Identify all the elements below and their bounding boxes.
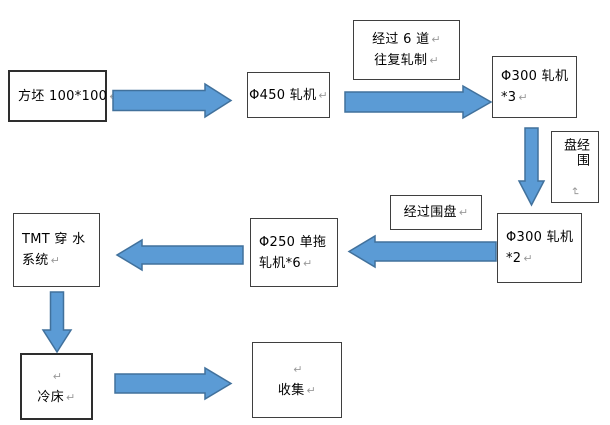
flow-box-cooling-bed[interactable]: ↵ 冷床 ↵ — [20, 353, 93, 420]
box-text-line: 轧机*6 ↵ — [259, 253, 313, 274]
box-text: Φ300 轧机 — [506, 230, 574, 245]
flow-box-mill450[interactable]: Φ450 轧机 ↵ — [247, 72, 330, 118]
box-text-vertical: 经围盘 — [561, 138, 589, 168]
paragraph-mark: ↵ — [518, 91, 528, 104]
box-text: Φ300 轧机 — [501, 69, 569, 84]
box-text-line: Φ300 轧机 — [506, 227, 573, 248]
box-text: Φ450 轧机 — [249, 87, 317, 103]
box-text-line: TMT 穿 水 — [22, 229, 85, 250]
box-text-line: 收集 ↵ — [278, 380, 316, 401]
paragraph-mark: ↵ — [306, 384, 317, 397]
block-arrow-right-icon — [112, 82, 233, 119]
paragraph-mark: ↵ — [458, 206, 469, 219]
paragraph-mark: ↵ — [52, 369, 63, 383]
box-text-line: 往复轧制 ↵ — [374, 50, 439, 71]
box-text: 往复轧制 — [374, 53, 428, 68]
block-arrow-right-icon — [114, 366, 233, 401]
block-arrow-down-icon — [41, 291, 73, 354]
box-text-line: 冷床 ↵ — [37, 387, 75, 408]
arrow-mill300x3-to-mill300x2[interactable] — [517, 127, 546, 207]
box-text-line: Φ300 轧机 — [501, 66, 568, 87]
flow-box-via-coil-label[interactable]: 经过围盘 ↵ — [390, 195, 482, 230]
flow-box-via-coil-vertical[interactable]: 经围盘 ↵ — [551, 131, 599, 203]
box-text-line: 经过围盘 ↵ — [404, 202, 469, 223]
flow-box-collection[interactable]: ↵ 收集 ↵ — [252, 342, 342, 418]
flow-box-mill300-x2[interactable]: Φ300 轧机 *2 ↵ — [497, 213, 582, 283]
box-text: 经过围盘 — [403, 205, 457, 220]
box-text: *3 — [501, 90, 517, 105]
paragraph-mark: ↵ — [66, 390, 76, 404]
paragraph-mark: ↵ — [568, 186, 582, 197]
flow-box-billet[interactable]: 方坯 100*100 ↵ — [8, 70, 119, 122]
arrow-mill300x2-to-mill250[interactable] — [347, 234, 497, 269]
flow-box-tmt-system[interactable]: TMT 穿 水 系统 ↵ — [13, 213, 100, 287]
flow-box-pass-note[interactable]: 经过 6 道 ↵ 往复轧制 ↵ — [353, 20, 460, 80]
arrow-tmt-to-cooling-bed[interactable] — [41, 291, 73, 354]
arrow-mill250-to-tmt[interactable] — [115, 238, 244, 272]
box-text-line: Φ250 单拖 — [259, 232, 326, 253]
box-text-line: 系统 ↵ — [22, 250, 60, 271]
flow-box-mill250[interactable]: Φ250 单拖 轧机*6 ↵ — [250, 218, 338, 287]
paragraph-mark: ↵ — [50, 254, 61, 267]
box-text-line: 经过 6 道 ↵ — [372, 29, 441, 50]
box-text: 冷床 — [37, 389, 65, 405]
paragraph-mark: ↵ — [431, 33, 441, 46]
box-text-line: ↵ — [51, 366, 63, 387]
paragraph-mark: ↵ — [318, 88, 328, 102]
block-arrow-left-icon — [115, 238, 244, 272]
arrow-cooling-bed-to-collection[interactable] — [114, 366, 233, 401]
paragraph-mark: ↵ — [302, 256, 313, 270]
box-text: TMT 穿 水 — [22, 232, 86, 247]
box-text-line: 方坯 100*100 ↵ — [18, 86, 119, 107]
paragraph-mark: ↵ — [523, 252, 533, 265]
box-text-line: *2 ↵ — [506, 248, 533, 269]
box-text-line: Φ450 轧机 ↵ — [249, 85, 328, 106]
block-arrow-down-icon — [517, 127, 546, 207]
box-text: 轧机*6 — [259, 255, 301, 271]
box-text: *2 — [506, 251, 522, 266]
box-text: 系统 — [22, 253, 49, 268]
box-text: 经过 6 道 — [372, 32, 430, 47]
box-text-line: ↵ — [291, 359, 303, 380]
arrow-mill450-to-mill300x3[interactable] — [344, 84, 493, 120]
box-text: Φ250 单拖 — [259, 234, 327, 250]
box-text: 收集 — [277, 383, 305, 398]
paragraph-mark: ↵ — [429, 54, 439, 67]
block-arrow-right-icon — [344, 84, 493, 120]
box-text: 方坯 100*100 — [18, 88, 108, 104]
box-text-line: *3 ↵ — [501, 87, 528, 108]
flow-box-mill300-x3[interactable]: Φ300 轧机 *3 ↵ — [492, 56, 577, 118]
block-arrow-left-icon — [347, 234, 497, 269]
paragraph-mark: ↵ — [293, 363, 303, 376]
arrow-billet-to-mill450[interactable] — [112, 82, 233, 119]
